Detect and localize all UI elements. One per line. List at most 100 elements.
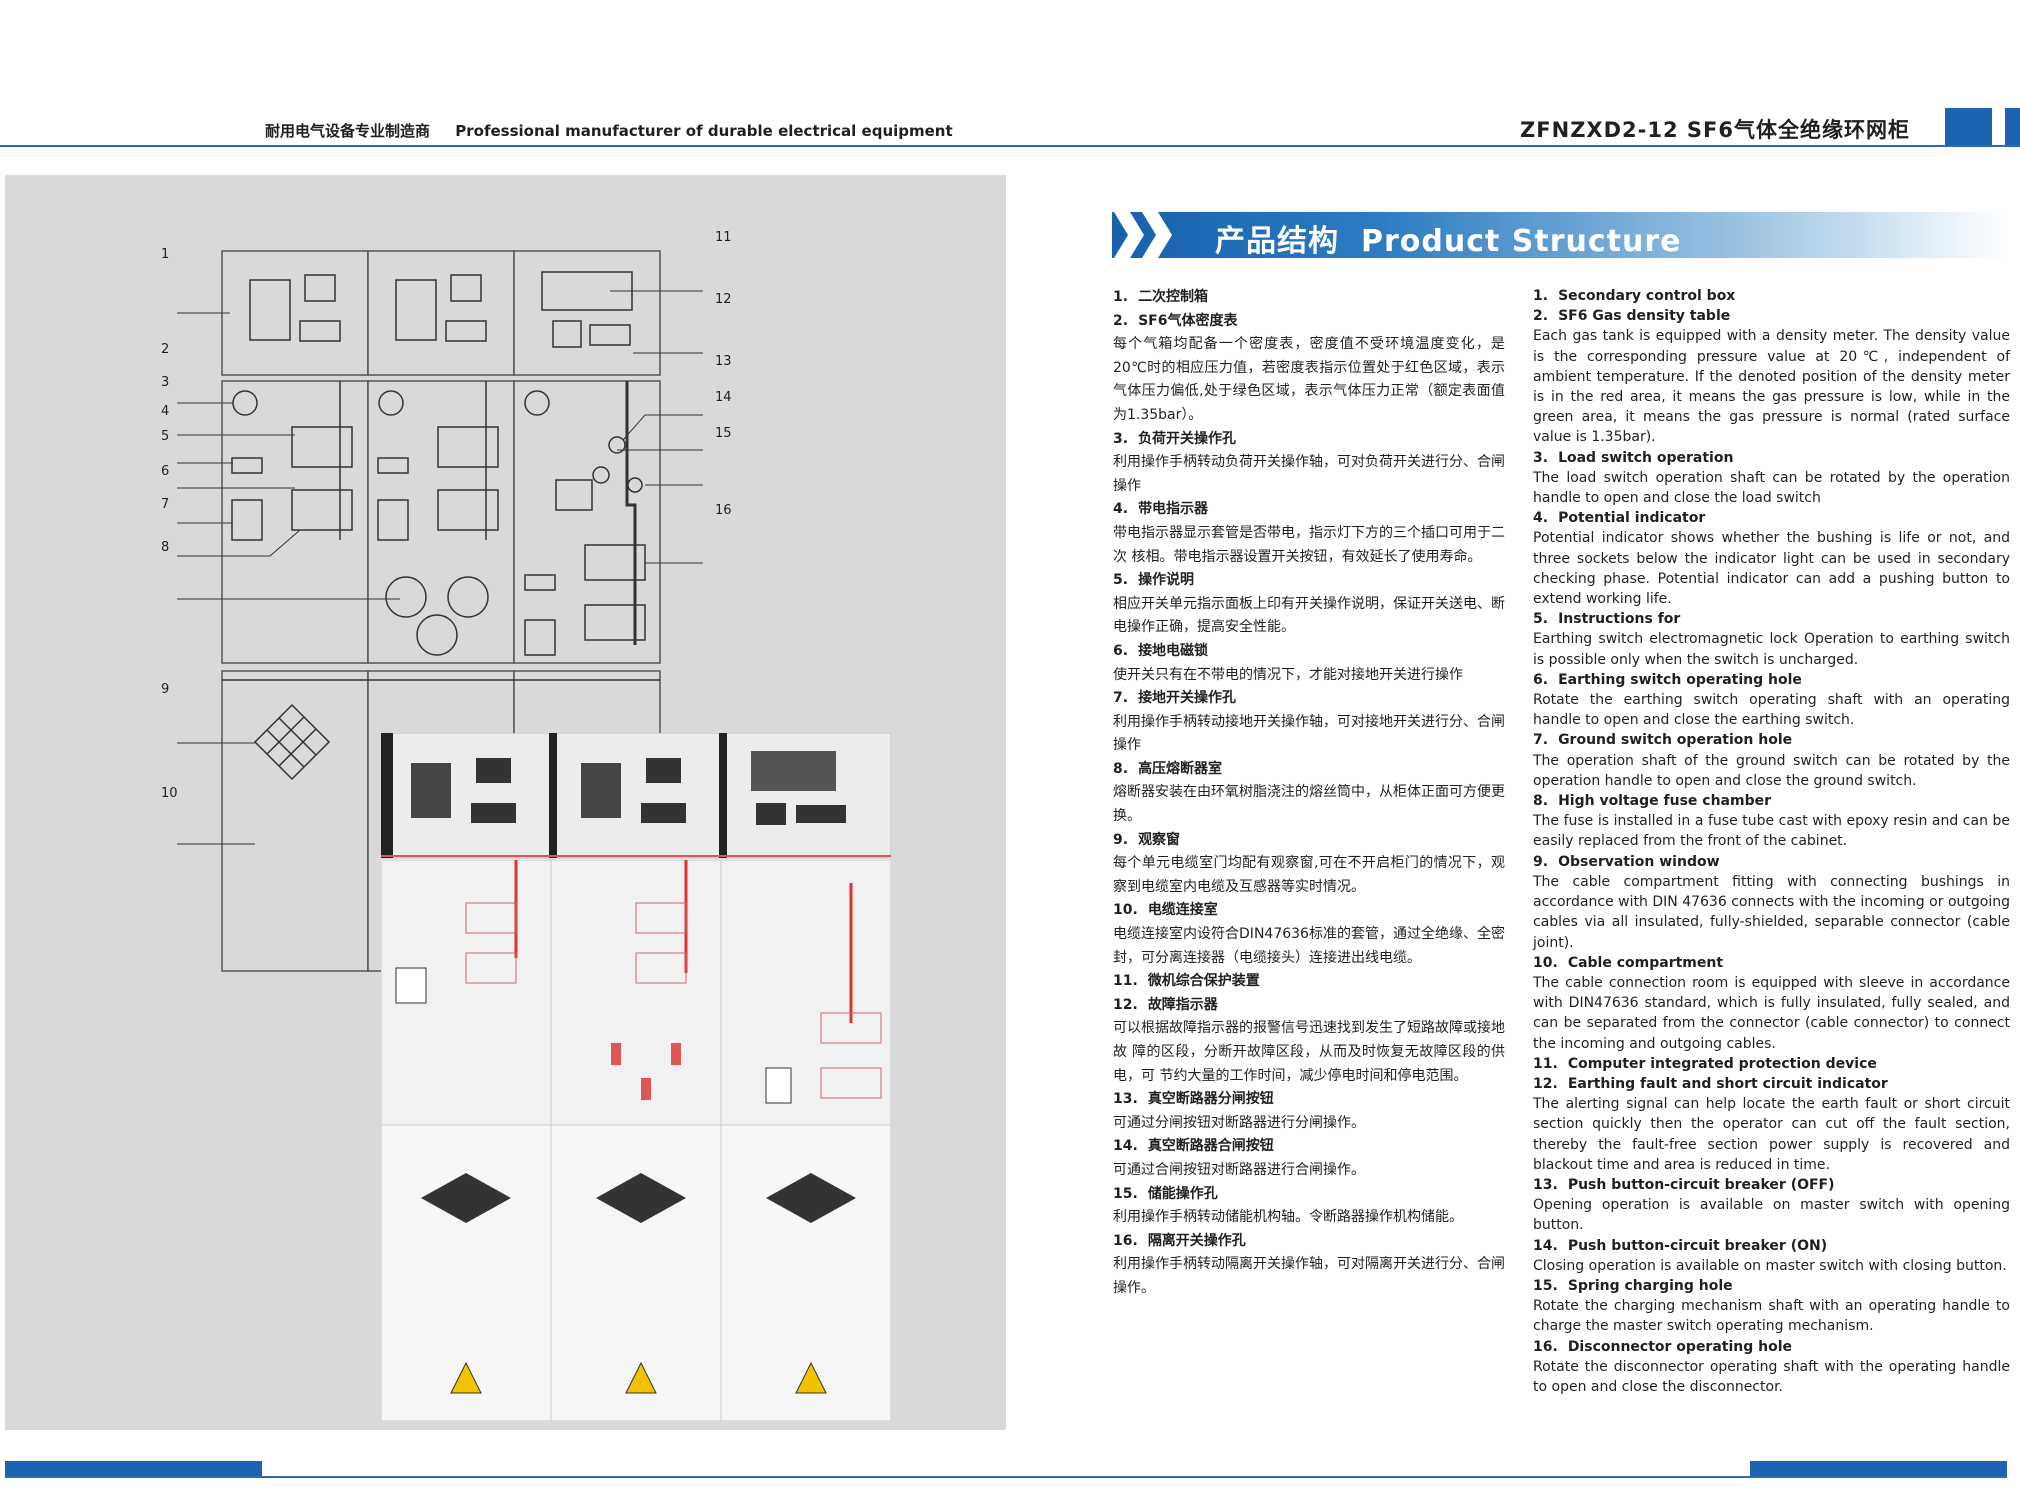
item-heading: 3. 负荷开关操作孔 [1113, 428, 1505, 452]
item-number: 5. [1113, 572, 1129, 589]
item-title: Load switch operation [1558, 449, 1734, 466]
item-heading: 4.Potential indicator [1533, 508, 2010, 528]
item-title: 电缆连接室 [1147, 902, 1218, 919]
item-number: 4. [1113, 501, 1129, 518]
item-title: Disconnector operating hole [1567, 1338, 1793, 1355]
item-number: 11. [1113, 973, 1138, 990]
item-number: 5. [1533, 611, 1549, 628]
switch-unit [221, 380, 369, 664]
item-heading: 10. Cable compartment [1533, 953, 2010, 973]
item-number: 16. [1113, 1232, 1138, 1249]
header-divider [0, 145, 2020, 147]
item-heading: 15.储能操作孔 [1113, 1183, 1505, 1207]
footer-accent-bar [5, 1461, 262, 1477]
item-description: Rotate the earthing switch operating sha… [1533, 692, 2010, 729]
cabinet-schematic [177, 250, 703, 972]
item-description: The fuse is installed in a fuse tube cas… [1533, 813, 2010, 850]
item-title: SF6气体密度表 [1138, 312, 1238, 329]
item-title: Secondary control box [1558, 288, 1736, 304]
item-number: 6. [1533, 671, 1549, 688]
item-heading: 5.Instructions for [1533, 609, 2010, 629]
item-heading: 12. Earthing fault and short circuit indi… [1533, 1074, 2010, 1094]
item-number: 13. [1113, 1091, 1138, 1108]
callout-number: 7 [159, 497, 172, 513]
item-description: The alerting signal can help locate the … [1533, 1096, 2010, 1173]
double-chevron-icon [1114, 212, 1172, 258]
item-heading: 7. Ground switch operation hole [1533, 730, 2010, 750]
item-title: 隔离开关操作孔 [1147, 1232, 1246, 1249]
slogan-en: Professional manufacturer of durable ele… [455, 122, 953, 140]
item-heading: 11.微机综合保护装置 [1113, 970, 1505, 994]
item-title: Computer integrated protection device [1567, 1055, 1877, 1072]
control-box [513, 250, 661, 376]
item-number: 11. [1533, 1055, 1558, 1072]
item-heading: 13.Push button-circuit breaker (OFF) [1533, 1175, 2010, 1195]
item-description: 使开关只有在不带电的情况下，才能对接地开关进行操作 [1113, 666, 1463, 683]
callout-number: 6 [159, 463, 172, 479]
item-number: 9. [1113, 831, 1129, 848]
item-title: Potential indicator [1558, 510, 1706, 527]
item-heading: 3.Load switch operation [1533, 448, 2010, 468]
item-heading: 12.故障指示器 [1113, 994, 1505, 1018]
item-title: Cable compartment [1567, 954, 1724, 971]
callout-number: 16 [713, 503, 734, 519]
item-title: Spring charging hole [1567, 1277, 1733, 1294]
item-description: 可通过分闸按钮对断路器进行分闸操作。 [1113, 1114, 1365, 1131]
item-title: 真空断路器分闸按钮 [1147, 1091, 1274, 1108]
item-number: 8. [1113, 760, 1129, 777]
control-box [221, 250, 369, 376]
item-number: 14. [1113, 1138, 1138, 1155]
cable-compartment [221, 670, 369, 972]
banner-title-cn: 产品结构 [1215, 224, 1339, 259]
item-heading: 1.Secondary control box [1533, 286, 2010, 306]
item-title: 接地开关操作孔 [1138, 690, 1237, 707]
product-title: ZFNZXD2-12 SF6气体全绝缘环网柜 [1520, 118, 1910, 142]
item-description: Closing operation is available on master… [1533, 1257, 2007, 1274]
item-heading: 16. 隔离开关操作孔 [1113, 1230, 1505, 1254]
callout-number: 11 [713, 230, 734, 246]
callout-number: 10 [159, 785, 180, 801]
item-number: 13. [1533, 1176, 1558, 1193]
item-number: 15. [1533, 1277, 1558, 1294]
item-title: 储能操作孔 [1147, 1185, 1218, 1202]
banner-title-en: Product Structure [1361, 224, 1682, 259]
item-title: 真空断路器合闸按钮 [1147, 1138, 1274, 1155]
item-title: Push button-circuit breaker (ON) [1567, 1237, 1828, 1254]
item-description: Potential indicator shows whether the bu… [1533, 530, 2010, 608]
callout-number: 12 [713, 292, 734, 308]
header-accent-block [1945, 108, 1992, 145]
item-title: 负荷开关操作孔 [1138, 430, 1237, 447]
item-number: 10. [1113, 902, 1138, 919]
item-description: The load switch operation shaft can be r… [1533, 469, 2010, 507]
item-title: 故障指示器 [1147, 996, 1218, 1013]
callout-number: 1 [159, 247, 172, 263]
header-slogan: 耐用电气设备专业制造商 Professional manufacturer of… [265, 120, 973, 141]
item-number: 12. [1533, 1075, 1558, 1092]
item-number: 9. [1533, 853, 1549, 870]
item-heading: 10. 电缆连接室 [1113, 899, 1505, 923]
item-title: Ground switch operation hole [1558, 732, 1793, 749]
item-description: Rotate the charging mechanism shaft with… [1533, 1298, 2010, 1335]
item-heading: 9. Observation window [1533, 852, 2010, 872]
item-number: 10. [1533, 954, 1558, 971]
item-number: 3. [1113, 430, 1129, 447]
item-title: High voltage fuse chamber [1558, 793, 1771, 810]
item-title: Observation window [1558, 853, 1720, 870]
cabinet-photo [381, 733, 891, 1421]
item-heading: 1.二次控制箱 [1113, 286, 1505, 310]
item-heading: 14.Push button-circuit breaker (ON) [1533, 1236, 2010, 1256]
item-title: Earthing fault and short circuit indicat… [1567, 1075, 1888, 1092]
item-number: 8. [1533, 793, 1549, 810]
item-heading: 13. 真空断路器分闸按钮 [1113, 1088, 1505, 1112]
item-number: 7. [1533, 732, 1549, 749]
item-heading: 4.带电指示器 [1113, 498, 1505, 522]
item-title: 操作说明 [1138, 572, 1195, 589]
item-description: The cable compartment fitting with conne… [1533, 873, 2010, 951]
item-heading: 8.高压熔断器室 [1113, 758, 1505, 782]
callout-number: 4 [159, 404, 172, 420]
item-title: SF6 Gas density table [1558, 308, 1731, 325]
slogan-cn: 耐用电气设备专业制造商 [265, 122, 431, 140]
